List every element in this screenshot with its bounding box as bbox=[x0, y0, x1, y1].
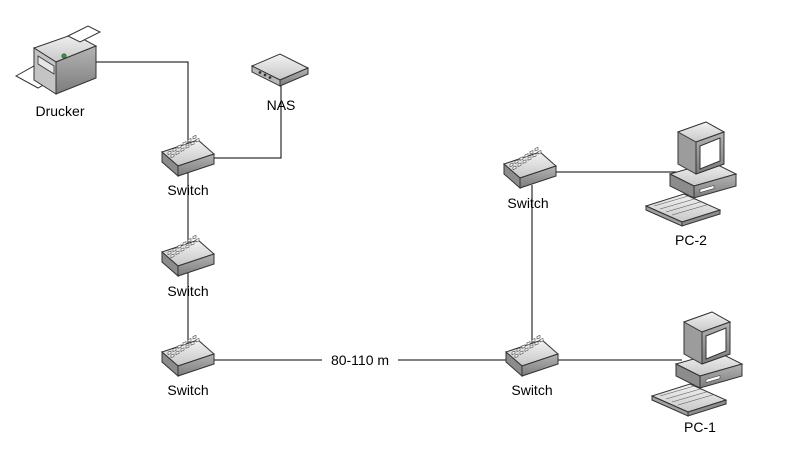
nas-icon bbox=[251, 53, 309, 87]
switch-top-left-label: Switch bbox=[167, 182, 208, 198]
switch-mid-left-label: Switch bbox=[167, 283, 208, 299]
network-links bbox=[95, 61, 682, 361]
printer-device[interactable]: Drucker bbox=[15, 25, 101, 119]
switch-bottom-left[interactable]: Switch bbox=[161, 334, 215, 398]
switch-icon bbox=[503, 146, 557, 189]
desktop-computer-icon bbox=[651, 311, 743, 417]
switch-bottom-right-label: Switch bbox=[511, 382, 552, 398]
printer-to-switch-link bbox=[95, 61, 189, 158]
nas-label: NAS bbox=[267, 97, 296, 113]
switch-bottom-right[interactable]: Switch bbox=[505, 334, 559, 398]
switch-mid-left[interactable]: Switch bbox=[161, 234, 215, 299]
switch-icon bbox=[161, 334, 215, 377]
switch-top-left[interactable]: Switch bbox=[161, 134, 215, 198]
desktop-computer-icon bbox=[645, 121, 737, 227]
printer-label: Drucker bbox=[35, 103, 84, 119]
distance-label: 80-110 m bbox=[331, 352, 389, 368]
switch-top-right-label: Switch bbox=[507, 195, 548, 211]
printer-icon bbox=[15, 25, 101, 95]
nas-device[interactable]: NAS bbox=[251, 53, 309, 113]
switch-icon bbox=[505, 334, 559, 377]
switch-top-right[interactable]: Switch bbox=[503, 146, 557, 211]
nas-to-switch-link bbox=[205, 79, 282, 159]
switch-icon bbox=[161, 234, 215, 277]
pc2-label: PC-2 bbox=[675, 232, 707, 248]
switch-icon bbox=[161, 134, 215, 177]
switch-bottom-left-label: Switch bbox=[167, 382, 208, 398]
pc1-device[interactable]: PC-1 bbox=[651, 311, 743, 435]
pc1-label: PC-1 bbox=[684, 419, 716, 435]
pc2-device[interactable]: PC-2 bbox=[645, 121, 737, 248]
